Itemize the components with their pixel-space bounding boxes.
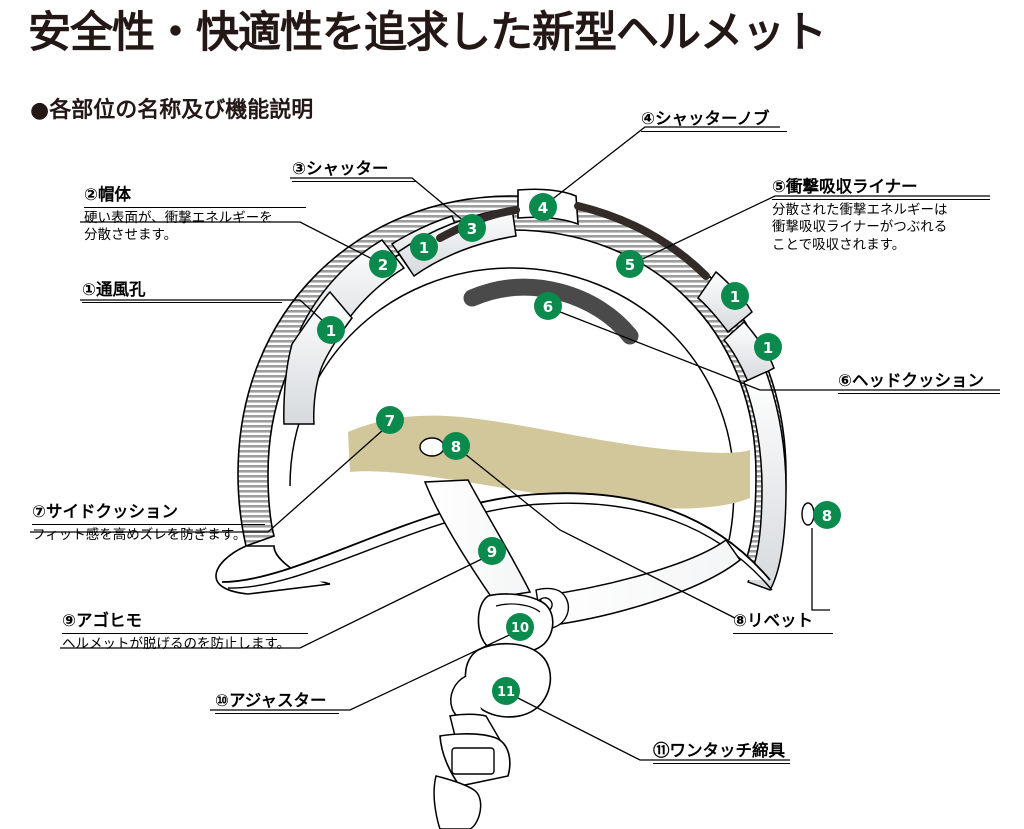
callout-impact-liner-rule [772, 198, 990, 200]
marker-1c: 1 [721, 282, 749, 310]
marker-8a: 8 [442, 432, 470, 460]
svg-text:6: 6 [543, 298, 553, 316]
svg-text:1: 1 [419, 239, 429, 257]
side-cushion-shape [348, 415, 750, 509]
callout-adjuster-title: ⑩アジャスター [215, 691, 327, 710]
callout-shutter-knob-title: ④シャッターノブ [641, 109, 770, 128]
callout-chin-strap-title: ⑨アゴヒモ [62, 611, 142, 630]
leader-shutter [290, 177, 473, 229]
leader-rivet-right [811, 528, 830, 611]
svg-text:3: 3 [467, 220, 477, 238]
rivet-right [801, 502, 815, 526]
section-heading: ●各部位の名称及び機能説明 [30, 98, 314, 123]
marker-5: 5 [616, 250, 644, 278]
callout-side-cushion-rule [32, 523, 265, 525]
callout-vent: ①通風孔 [82, 280, 282, 303]
helmet-brim [215, 492, 773, 595]
impact-absorbing-liner-shape [237, 195, 787, 584]
callout-side-cushion: ⑦サイドクッション フィット感を高めズレを防ぎます。 [32, 502, 265, 544]
callout-rivet-rule [733, 632, 833, 634]
svg-text:11: 11 [497, 685, 515, 700]
svg-text:1: 1 [763, 339, 773, 357]
callout-shell-rule [84, 206, 306, 208]
svg-text:7: 7 [385, 412, 395, 430]
callout-one-touch-buckle-title: ⑪ワンタッチ締具 [653, 741, 785, 760]
callout-shutter-knob-rule [641, 130, 787, 132]
callout-shell-title: ②帽体 [84, 185, 131, 204]
callout-chin-strap: ⑨アゴヒモ ヘルメットが脱げるのを防止します。 [62, 611, 308, 653]
callout-impact-liner: ⑤衝撃吸収ライナー 分散された衝撃エネルギーは 衝撃吸収ライナーがつぶれる こと… [772, 177, 990, 254]
svg-text:8: 8 [822, 507, 832, 525]
callout-head-cushion-title: ⑥ヘッドクッション [838, 371, 984, 390]
callout-adjuster-rule [215, 712, 339, 714]
marker-6: 6 [534, 292, 562, 320]
strap-tail [433, 733, 511, 829]
callout-head-cushion: ⑥ヘッドクッション [838, 371, 1000, 394]
head-cavity-outline [289, 267, 735, 541]
svg-text:2: 2 [378, 256, 388, 274]
marker-1a: 1 [317, 316, 345, 344]
marker-1b: 1 [410, 233, 438, 261]
adjuster-shape [477, 593, 554, 655]
callout-shutter: ③シャッター [292, 159, 416, 182]
callout-side-cushion-title: ⑦サイドクッション [32, 502, 178, 521]
callout-vent-rule [82, 301, 282, 303]
callout-one-touch-buckle: ⑪ワンタッチ締具 [653, 741, 790, 764]
helmet-shell [283, 188, 787, 591]
callout-one-touch-buckle-rule [653, 762, 790, 764]
svg-text:1: 1 [326, 322, 336, 340]
svg-text:5: 5 [625, 256, 635, 274]
callout-adjuster: ⑩アジャスター [215, 691, 339, 714]
callout-shutter-knob: ④シャッターノブ [641, 109, 787, 132]
callout-shutter-title: ③シャッター [292, 159, 389, 178]
callout-vent-title: ①通風孔 [82, 280, 146, 299]
shutter-shape [436, 202, 710, 280]
rivet-cushion [419, 437, 445, 457]
marker-4: 4 [529, 193, 557, 221]
callout-shell: ②帽体 硬い表面が、衝撃エネルギーを 分散させます。 [84, 185, 306, 245]
callout-impact-liner-desc: 分散された衝撃エネルギーは 衝撃吸収ライナーがつぶれる ことで吸収されます。 [772, 201, 948, 253]
callout-impact-liner-title: ⑤衝撃吸収ライナー [772, 177, 918, 196]
marker-9: 9 [478, 537, 506, 565]
callout-rivet: ⑧リベット [733, 611, 833, 634]
svg-text:1: 1 [730, 288, 740, 306]
svg-text:4: 4 [538, 199, 548, 217]
marker-3: 3 [458, 214, 486, 242]
marker-8b: 8 [813, 501, 841, 529]
page-title: 安全性・快適性を追求した新型ヘルメット [28, 8, 827, 58]
callout-shutter-rule [292, 180, 416, 182]
callout-side-cushion-desc: フィット感を高めズレを防ぎます。 [32, 526, 247, 543]
callout-chin-strap-rule [62, 632, 308, 634]
marker-11: 11 [492, 677, 520, 705]
one-touch-buckle-shape [449, 642, 552, 743]
marker-10: 10 [506, 613, 534, 641]
svg-text:10: 10 [511, 621, 529, 636]
chin-strap-shape [423, 479, 742, 629]
marker-7: 7 [376, 406, 404, 434]
callout-head-cushion-rule [838, 392, 1000, 394]
callout-chin-strap-desc: ヘルメットが脱げるのを防止します。 [62, 635, 291, 652]
leader-shutter-knob [544, 126, 780, 206]
head-cushion-shape [463, 278, 639, 345]
leader-vent [80, 299, 334, 331]
svg-text:8: 8 [451, 438, 461, 456]
leader-rivet-cushion [459, 449, 736, 619]
marker-2: 2 [369, 250, 397, 278]
callout-shell-desc: 硬い表面が、衝撃エネルギーを 分散させます。 [84, 209, 273, 244]
marker-1d: 1 [754, 333, 782, 361]
callout-rivet-title: ⑧リベット [733, 611, 813, 630]
svg-text:9: 9 [487, 543, 497, 561]
